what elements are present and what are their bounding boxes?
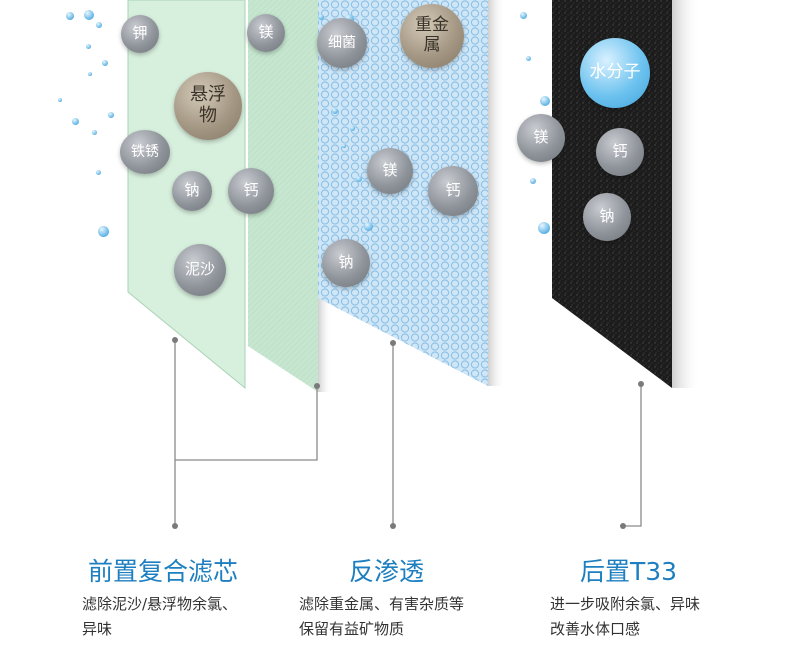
water-droplet xyxy=(66,12,74,20)
water-droplet xyxy=(356,176,362,182)
t33-description: 进一步吸附余氯、异味 改善水体口感 xyxy=(550,592,700,642)
connector-dot xyxy=(172,523,178,529)
water-droplet xyxy=(96,170,101,175)
water-droplet xyxy=(96,22,102,28)
water-droplet xyxy=(98,226,109,237)
connector-dot xyxy=(620,523,626,529)
connector-dot xyxy=(314,383,320,389)
particle-ball: 钙 xyxy=(596,128,644,176)
pre-filter-title: 前置复合滤芯 xyxy=(88,557,239,586)
water-droplet xyxy=(318,14,324,20)
particle-ball: 铁锈 xyxy=(120,130,170,174)
water-droplet xyxy=(86,44,91,49)
water-droplet xyxy=(92,130,97,135)
connector-dot xyxy=(390,523,396,529)
description-line: 保留有益矿物质 xyxy=(299,620,405,638)
particle-ball: 重金属 xyxy=(400,4,464,68)
water-droplet xyxy=(530,178,536,184)
t33-title: 后置T33 xyxy=(580,557,678,586)
connector-dot xyxy=(172,337,178,343)
particle-ball: 钙 xyxy=(228,168,274,214)
ro-title: 反渗透 xyxy=(349,557,425,586)
description-line: 异味 xyxy=(82,620,113,638)
particle-ball: 镁 xyxy=(367,148,413,194)
water-droplet xyxy=(350,126,355,131)
connector-dot xyxy=(638,381,644,387)
water-droplet xyxy=(526,56,531,61)
particle-ball: 钠 xyxy=(583,193,631,241)
particle-ball: 泥沙 xyxy=(174,244,226,296)
water-droplet xyxy=(540,96,550,106)
water-droplet xyxy=(102,60,108,66)
description-line: 进一步吸附余氯、异味 xyxy=(550,595,701,613)
particle-ball: 钠 xyxy=(172,171,212,211)
particle-ball: 水分子 xyxy=(580,38,650,108)
water-droplet xyxy=(72,118,79,125)
pre-filter-description: 滤除泥沙/悬浮物余氯、 异味 xyxy=(82,592,237,642)
water-droplet xyxy=(538,222,550,234)
water-droplet xyxy=(108,112,114,118)
water-droplet xyxy=(88,72,92,76)
particle-ball: 钙 xyxy=(428,166,478,216)
pre-filter-front-sheet xyxy=(248,0,318,392)
particle-ball: 镁 xyxy=(517,114,565,162)
description-line: 滤除泥沙/悬浮物余氯、 xyxy=(82,595,238,613)
water-droplet xyxy=(332,108,338,114)
water-droplet xyxy=(58,98,62,102)
particle-ball: 钠 xyxy=(322,239,370,287)
particle-ball: 钾 xyxy=(121,15,159,53)
description-line: 改善水体口感 xyxy=(550,620,641,638)
water-droplet xyxy=(84,10,94,20)
water-droplet xyxy=(520,12,527,19)
particle-ball: 悬浮物 xyxy=(174,72,242,140)
water-droplet xyxy=(364,222,373,231)
particle-ball: 细菌 xyxy=(317,18,367,68)
description-line: 滤除重金属、有害杂质等 xyxy=(299,595,465,613)
ro-description: 滤除重金属、有害杂质等 保留有益矿物质 xyxy=(299,592,464,642)
water-droplet xyxy=(342,144,346,148)
connector-dot xyxy=(390,340,396,346)
particle-ball: 镁 xyxy=(247,14,285,52)
